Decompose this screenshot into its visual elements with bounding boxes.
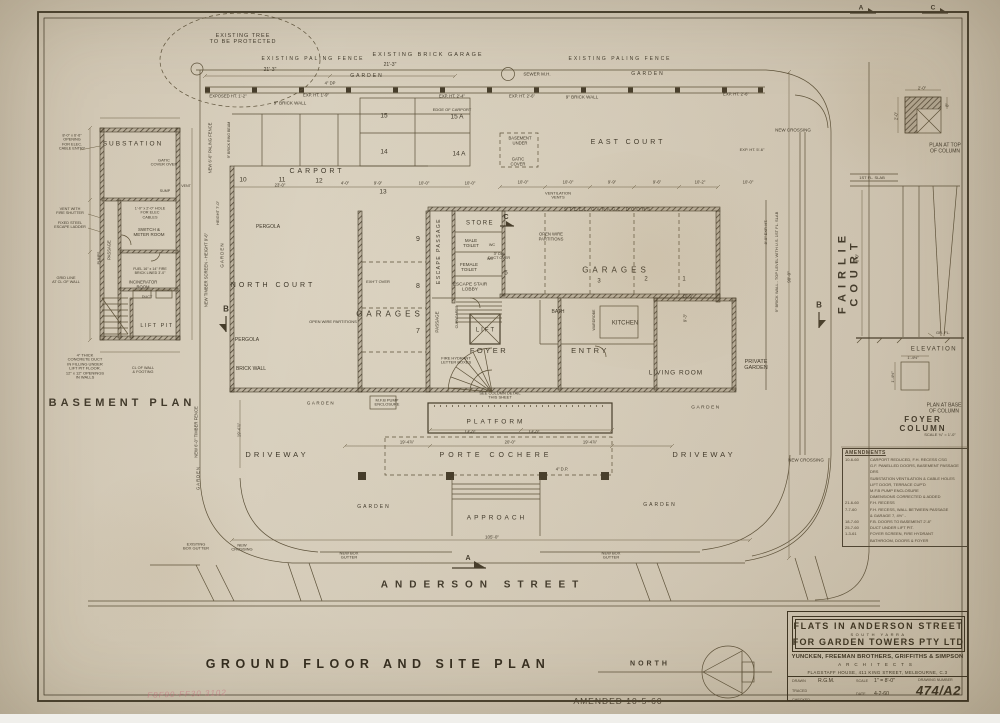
- basement-plan-linework: [79, 117, 193, 353]
- date-label: DATE: [856, 692, 866, 696]
- project-title-box: FLATS IN ANDERSON STREET SOUTH YARRA FOR…: [792, 616, 965, 652]
- amendment-row: 25-7-60 DUCT UNDER LIFT PIT.: [845, 525, 968, 531]
- amendment-text: F.B. DOORS TO BASEMENT 2'-8": [870, 519, 932, 525]
- amendment-row: & GARAGE 7, 4½" -: [845, 513, 968, 519]
- amendment-text: SUBSTATION VENTILATION & CABLE HOLES: [870, 475, 955, 481]
- north-label: NORTH: [630, 660, 670, 668]
- scale-value: 1" = 8'-0": [874, 678, 895, 684]
- building-partitions: [232, 97, 767, 536]
- drawn-value: R.G.M.: [818, 678, 835, 684]
- amendment-text: LIFT DOOR, TERRACE CUP'D: [870, 481, 926, 487]
- north-arrow: [598, 645, 772, 699]
- amendment-row: 1-3-61 FOYER SCREEN, FIRE HYDRANT: [845, 531, 968, 537]
- amended-note: AMENDED 10-5-60: [573, 696, 663, 706]
- amendment-text: CARPORT REDUCED, F.H. RECESS CSG: [870, 457, 947, 462]
- project-suburb: SOUTH YARRA: [850, 631, 907, 637]
- page-title: GROUND FLOOR AND SITE PLAN: [205, 657, 551, 671]
- amendment-text: FOYER SCREEN, FIRE HYDRANT: [870, 531, 934, 537]
- amendment-row: M.F.B PUMP ENCLOSURE: [845, 488, 968, 494]
- section-markers: [219, 8, 948, 569]
- site-boundaries: [88, 12, 880, 607]
- amendment-row: 7-7-60 F.H. RECESS, WALL BETWEEN PASSAGE: [845, 507, 968, 513]
- drawn-label: DRAWN: [792, 679, 806, 683]
- amendment-text: & GARAGE 7, 4½" -: [870, 512, 906, 518]
- drawing-number-label: DRAWING NUMBER: [918, 678, 953, 682]
- amendment-text: G.F. PANELLED DOORS, BASEMENT PASSAGE DR…: [870, 463, 959, 475]
- amendment-date: 7-7-60: [845, 506, 857, 512]
- amendments-heading: AMENDMENTS: [845, 450, 886, 456]
- amendment-row: SUBSTATION VENTILATION & CABLE HOLES: [845, 476, 968, 482]
- amendment-date: 18-7-60: [845, 519, 859, 525]
- project-title: FLATS IN ANDERSON STREET: [793, 621, 964, 631]
- scale-label: SCALE: [856, 679, 869, 683]
- amendment-date: 21-6-60: [845, 500, 859, 506]
- title-block-divider: [788, 676, 967, 677]
- amendment-date: [845, 463, 870, 475]
- checked-label: CHECKED: [792, 698, 811, 702]
- architect-address: FLAGSTAFF HOUSE, 411 KING STREET, MELBOU…: [807, 669, 948, 675]
- amendment-row: G.F. PANELLED DOORS, BASEMENT PASSAGE DR…: [845, 463, 968, 475]
- amendment-row: 21-6-60 F.H. RECESS: [845, 500, 968, 506]
- project-client: FOR GARDEN TOWERS PTY LTD: [792, 637, 965, 647]
- building-walls: [229, 165, 737, 393]
- dimension-lines: [202, 69, 792, 561]
- date-value: 4-2-60: [874, 691, 889, 697]
- photo-background-edge: [0, 714, 1000, 723]
- amendment-text: DUCT UNDER LIFT PIT.: [870, 525, 914, 531]
- amendment-row: LIFT DOOR, TERRACE CUP'D: [845, 482, 968, 488]
- amendment-text: M.F.B PUMP ENCLOSURE: [870, 488, 919, 494]
- amendment-date: 1-3-61: [845, 531, 857, 537]
- title-block: FLATS IN ANDERSON STREET SOUTH YARRA FOR…: [787, 611, 968, 702]
- amendment-row: 18-7-60 F.B. DOORS TO BASEMENT 2'-8": [845, 519, 968, 525]
- amendment-text: DIMENSIONS CORRECTED & ADDED: [870, 494, 941, 500]
- architect-profession: ARCHITECTS: [838, 662, 917, 667]
- amendment-row: 10-6-60 CARPORT REDUCED, F.H. RECESS CSG: [845, 457, 968, 463]
- sheet-frame: [37, 11, 969, 702]
- amendment-date: 25-7-60: [845, 525, 859, 531]
- amendment-text: F.H. RECESS: [870, 500, 895, 506]
- amendment-text: BATHROOM, DOORS & FOYER: [870, 537, 929, 543]
- amendment-text: F.H. RECESS, WALL BETWEEN PASSAGE: [870, 506, 949, 512]
- drawing-number: 474/A2: [916, 683, 961, 698]
- amendment-date: [845, 538, 870, 544]
- amendment-row: DIMENSIONS CORRECTED & ADDED: [845, 494, 968, 500]
- amendments-box: AMENDMENTS 10-6-60 CARPORT REDUCED, F.H. …: [842, 448, 968, 547]
- amendment-date: 10-6-60: [845, 457, 859, 462]
- foyer-column-detail: [850, 89, 964, 391]
- traced-label: TRACED: [792, 689, 808, 693]
- architect-firm: YUNCKEN, FREEMAN BROTHERS, GRIFFITHS & S…: [791, 654, 964, 660]
- amendment-row: BATHROOM, DOORS & FOYER: [845, 538, 968, 544]
